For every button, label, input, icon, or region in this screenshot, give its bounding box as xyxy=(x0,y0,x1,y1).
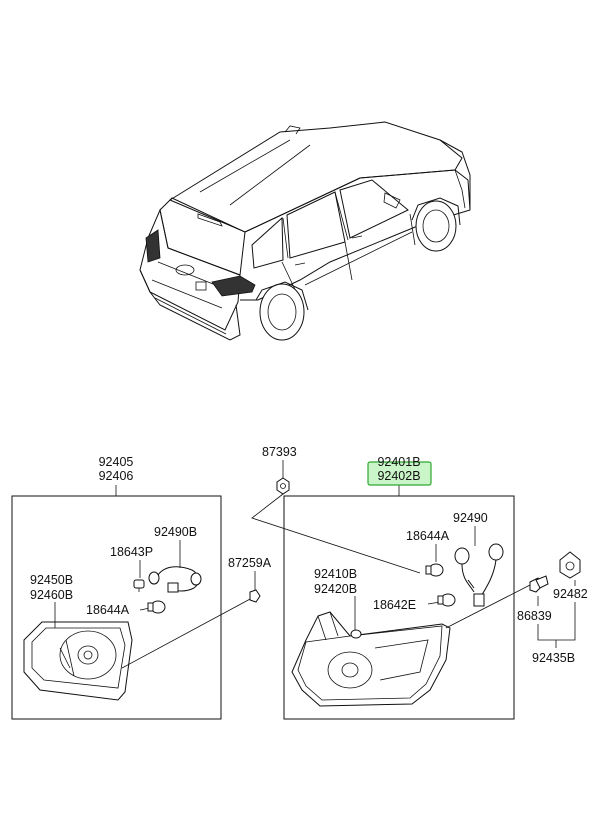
right-side-parts: 86839 92482 92435B xyxy=(517,551,588,665)
bulb-18642E-icon xyxy=(437,593,456,607)
inner-lamp-group: 92405 92406 92490B 18643P 92450B 92460B … xyxy=(11,455,253,720)
inner-lamp-box xyxy=(11,495,222,720)
label-92450B[interactable]: 92450B xyxy=(30,573,73,587)
bulb-18643P-icon xyxy=(133,579,145,592)
highlight-92402B xyxy=(367,461,432,486)
label-92405[interactable]: 92405 xyxy=(99,455,134,469)
label-86839[interactable]: 86839 xyxy=(517,609,552,623)
label-92460B[interactable]: 92460B xyxy=(30,588,73,602)
label-87259A[interactable]: 87259A xyxy=(228,556,272,570)
label-92401B[interactable]: 92401B xyxy=(377,455,420,469)
grommet-92482-icon xyxy=(559,551,581,579)
label-92410B[interactable]: 92410B xyxy=(314,567,357,581)
center-parts: 87393 87259A xyxy=(228,445,421,603)
nut-87393-icon xyxy=(276,477,290,495)
label-92490[interactable]: 92490 xyxy=(453,511,488,525)
label-92435B[interactable]: 92435B xyxy=(532,651,575,665)
vehicle-illustration xyxy=(139,121,471,341)
label-92406[interactable]: 92406 xyxy=(99,469,134,483)
outer-lamp-group: 92401B 92402B 18644A 92490 92410B 92420B… xyxy=(283,455,531,720)
inner-lamp-92450B-icon xyxy=(23,621,133,701)
outer-lamp-92410B-icon xyxy=(291,611,451,707)
label-18642E[interactable]: 18642E xyxy=(373,598,416,612)
socket-wiring-92490-icon xyxy=(454,543,504,607)
screw-87259A-icon xyxy=(249,589,261,603)
socket-wiring-92490B-icon xyxy=(148,566,202,593)
label-92490B[interactable]: 92490B xyxy=(154,525,197,539)
label-18644A-right[interactable]: 18644A xyxy=(406,529,450,543)
label-92482[interactable]: 92482 xyxy=(553,587,588,601)
label-18643P[interactable]: 18643P xyxy=(110,545,153,559)
label-92420B[interactable]: 92420B xyxy=(314,582,357,596)
label-87393[interactable]: 87393 xyxy=(262,445,297,459)
label-92402B[interactable]: 92402B xyxy=(377,469,420,483)
label-18644A-left[interactable]: 18644A xyxy=(86,603,130,617)
bulb-18644A-right-icon xyxy=(425,563,444,577)
bulb-18644A-left-icon xyxy=(147,600,166,614)
bulb-86839-icon xyxy=(529,575,549,593)
